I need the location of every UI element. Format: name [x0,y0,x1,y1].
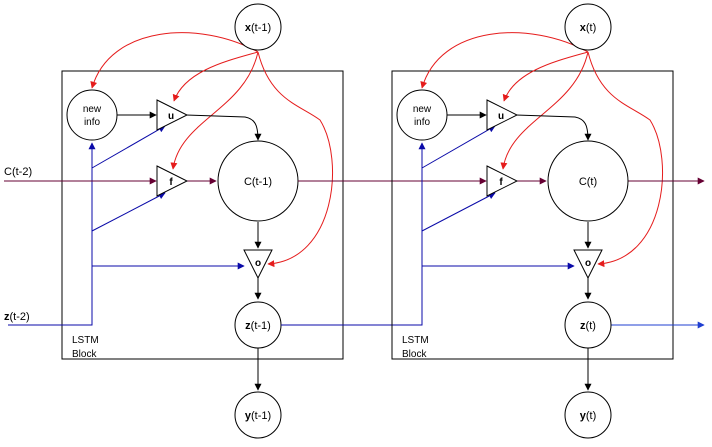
svg-text:z(t-1): z(t-1) [245,320,271,332]
svg-text:y(t): y(t) [580,410,597,422]
svg-text:u: u [498,111,504,122]
node-cell-state: C(t) [547,140,629,222]
block-label-line1: LSTM [402,335,429,346]
node-y: y(t-1) [234,391,282,439]
gate-f: f [156,165,189,197]
svg-text:C(t): C(t) [579,176,597,188]
edge-x-newinfo [90,32,259,89]
edge-u-c [515,114,592,141]
node-z: z(t) [564,301,612,349]
edge-x-gate-f [500,51,589,170]
gate-o: o [573,249,603,280]
node-x: x(t-1) [234,3,282,51]
edge-x-newinfo [420,32,589,89]
lstm-block-2: LSTM Block x(t) new info u [391,3,705,439]
gate-u: u [486,99,519,131]
svg-text:f: f [169,177,173,188]
svg-text:info: info [414,117,431,128]
node-new-info: new info [66,89,118,141]
edge-z-in-gate-u [91,125,166,169]
edge-x-gate-o [257,51,334,268]
edge-z-block1-to-block2 [281,262,575,326]
node-z: z(t-1) [234,301,282,349]
edge-x-gate-o [587,51,664,268]
node-y: y(t) [564,391,612,439]
edge-x-gate-u [172,51,259,102]
input-c-prev-label: C(t-2) [4,166,32,178]
svg-text:info: info [84,117,101,128]
edge-z-in-gate-u [421,125,496,169]
edge-z-in-trunk [8,262,245,326]
svg-text:z(t): z(t) [580,320,596,332]
svg-text:y(t-1): y(t-1) [245,410,271,422]
block-label-line2: Block [402,349,427,360]
svg-text:o: o [585,258,591,269]
edge-z-in-gate-f [421,192,496,232]
svg-text:new: new [413,104,432,115]
edge-z-in-gate-f [91,192,166,232]
node-x: x(t) [564,3,612,51]
edge-x-gate-u [502,51,589,102]
svg-text:o: o [255,258,261,269]
svg-text:C(t-1): C(t-1) [244,176,272,188]
gate-o: o [243,249,273,280]
gate-f: f [486,165,519,197]
svg-text:new: new [83,104,102,115]
svg-text:x(t-1): x(t-1) [245,22,271,34]
block-label-line2: Block [72,349,97,360]
edge-x-gate-f [170,51,259,170]
edge-u-c [185,114,262,141]
svg-text:x(t): x(t) [580,22,597,34]
block-label-line1: LSTM [72,335,99,346]
input-z-prev-label: z(t-2) [4,311,30,323]
node-cell-state: C(t-1) [217,140,299,222]
node-new-info: new info [396,89,448,141]
lstm-block-1: LSTM Block x(t-1) new [4,3,344,439]
svg-text:u: u [168,111,174,122]
gate-u: u [156,99,189,131]
svg-text:f: f [499,177,503,188]
